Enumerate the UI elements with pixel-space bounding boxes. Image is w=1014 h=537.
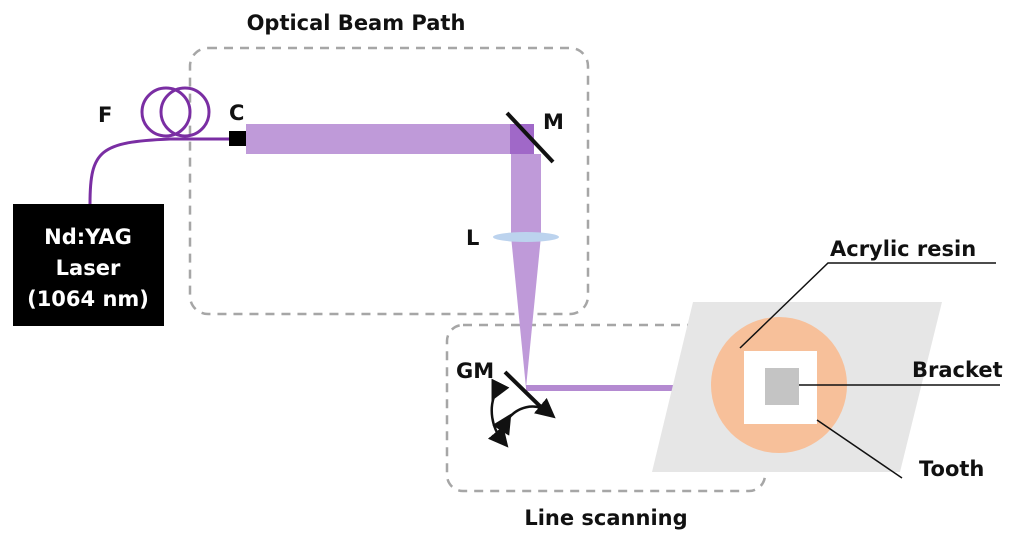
optical-beam-path-box xyxy=(188,46,590,316)
lens-label: L xyxy=(466,226,479,250)
optical-beam-path-title: Optical Beam Path xyxy=(247,11,466,35)
beam-overlap xyxy=(510,124,534,154)
laser-label-line3: (1064 nm) xyxy=(27,287,149,311)
scanning-beam xyxy=(526,385,770,391)
tooth-label: Tooth xyxy=(919,457,984,481)
lens-l xyxy=(493,232,559,242)
rotation-arrows-icon xyxy=(487,378,556,448)
acrylic-resin-label: Acrylic resin xyxy=(830,237,976,261)
mirror-label: M xyxy=(543,110,564,134)
bracket xyxy=(765,368,799,405)
laser-label-line1: Nd:YAG xyxy=(44,225,132,249)
focused-beam-cone xyxy=(511,236,541,388)
laser-box xyxy=(13,204,164,326)
line-scanning-title: Line scanning xyxy=(524,506,687,530)
vertical-beam xyxy=(511,154,541,236)
laser-label-line2: Laser xyxy=(56,256,121,280)
galvo-mirror-label: GM xyxy=(456,359,494,383)
fiber-label: F xyxy=(98,103,112,127)
collimator xyxy=(229,131,246,146)
horizontal-beam xyxy=(246,124,534,154)
optical-fiber xyxy=(88,86,232,205)
mirror-m xyxy=(505,111,555,164)
collimator-label: C xyxy=(229,101,244,125)
bracket-label: Bracket xyxy=(912,358,1003,382)
line-scanning-box xyxy=(445,323,767,493)
leader-lines xyxy=(739,262,1000,479)
